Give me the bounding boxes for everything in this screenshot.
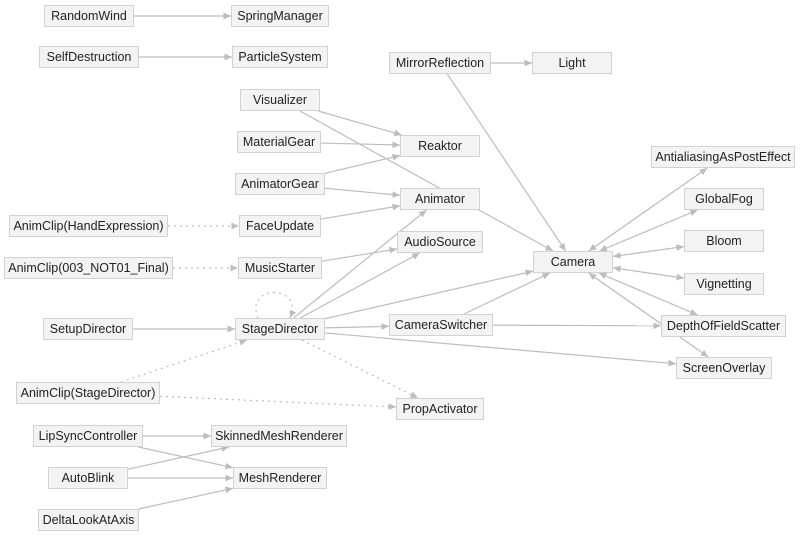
edge-Bloom-to-Camera (612, 245, 685, 259)
node-spring-manager[interactable]: SpringManager (231, 5, 329, 27)
edge-AutoBlink-to-SkinnedMeshRenderer (127, 445, 230, 470)
edge-MirrorReflection-to-Camera (446, 73, 567, 252)
node-auto-blink[interactable]: AutoBlink (48, 467, 128, 489)
edge-AnimClipStage-to-StageDirector (120, 339, 248, 383)
node-visualizer[interactable]: Visualizer (240, 89, 320, 111)
edge-AnimatorGear-to-Animator (324, 187, 401, 198)
edge-MusicStarter-to-AudioSource (321, 246, 398, 262)
edge-Visualizer-to-Reaktor (318, 110, 402, 137)
node-animator-gear[interactable]: AnimatorGear (235, 173, 325, 195)
node-animator[interactable]: Animator (400, 188, 480, 210)
edge-StageDirector-to-ScreenOverlay (324, 332, 677, 367)
node-light[interactable]: Light (532, 52, 612, 74)
node-bloom[interactable]: Bloom (684, 230, 764, 252)
edge-DepthOfFieldScatter-to-Camera (598, 272, 698, 316)
node-anim-clip-hand-expression[interactable]: AnimClip(HandExpression) (9, 215, 168, 237)
edge-Vignetting-to-Camera (612, 265, 685, 279)
node-global-fog[interactable]: GlobalFog (684, 188, 764, 210)
node-antialiasing-as-post-effect[interactable]: AntialiasingAsPostEffect (651, 146, 795, 168)
node-particle-system[interactable]: ParticleSystem (232, 46, 328, 68)
edge-StageDirector-to-CameraSwitcher (324, 323, 390, 330)
edge-Camera-to-ScreenOverlay (588, 272, 709, 358)
node-vignetting[interactable]: Vignetting (684, 273, 764, 295)
edge-GlobalFog-to-Camera (599, 209, 698, 252)
edge-StageDirector-to-Camera (324, 269, 534, 320)
edge-StageDirector-to-AudioSource (299, 252, 421, 319)
edge-CameraSwitcher-to-Camera (463, 272, 551, 315)
edge-FaceUpdate-to-Animator (320, 203, 401, 220)
edge-Visualizer-to-Camera (299, 110, 554, 252)
node-camera-switcher[interactable]: CameraSwitcher (389, 314, 493, 336)
edge-AnimClipStage-to-PropActivator (159, 395, 397, 411)
node-camera[interactable]: Camera (533, 251, 613, 273)
node-anim-clip-003-not01-final[interactable]: AnimClip(003_NOT01_Final) (4, 257, 173, 279)
node-reaktor[interactable]: Reaktor (400, 135, 480, 157)
node-prop-activator[interactable]: PropActivator (396, 398, 484, 420)
edge-CameraSwitcher-to-DepthOfFieldScatter (492, 322, 662, 330)
edge-LipSyncController-to-MeshRenderer (138, 446, 234, 470)
node-mirror-reflection[interactable]: MirrorReflection (389, 52, 491, 74)
node-material-gear[interactable]: MaterialGear (237, 131, 321, 153)
node-setup-director[interactable]: SetupDirector (43, 318, 133, 340)
node-anim-clip-stage-director[interactable]: AnimClip(StageDirector) (16, 382, 160, 404)
edge-MaterialGear-to-Reaktor (320, 141, 401, 149)
node-depth-of-field-scatter[interactable]: DepthOfFieldScatter (661, 315, 786, 337)
node-screen-overlay[interactable]: ScreenOverlay (676, 357, 772, 379)
node-mesh-renderer[interactable]: MeshRenderer (233, 467, 327, 489)
node-lip-sync-controller[interactable]: LipSyncController (33, 425, 143, 447)
node-music-starter[interactable]: MusicStarter (238, 257, 322, 279)
edge-DeltaLookAtAxis-to-MeshRenderer (138, 486, 234, 510)
node-self-destruction[interactable]: SelfDestruction (39, 46, 139, 68)
node-skinned-mesh-renderer[interactable]: SkinnedMeshRenderer (211, 425, 347, 447)
node-stage-director[interactable]: StageDirector (235, 318, 325, 340)
node-random-wind[interactable]: RandomWind (44, 5, 134, 27)
edge-StageDirector-to-PropActivator (301, 339, 419, 399)
edge-AnimatorGear-to-Reaktor (324, 153, 401, 174)
edge-StageDirector-to-Animator (293, 209, 427, 319)
node-delta-look-at-axis[interactable]: DeltaLookAtAxis (38, 509, 139, 531)
edge-StageDirector-to-StageDirector (255, 291, 296, 319)
edge-Camera-to-AntialiasingAsPostEffect (588, 167, 708, 252)
node-audio-source[interactable]: AudioSource (397, 231, 483, 253)
node-face-update[interactable]: FaceUpdate (239, 215, 321, 237)
